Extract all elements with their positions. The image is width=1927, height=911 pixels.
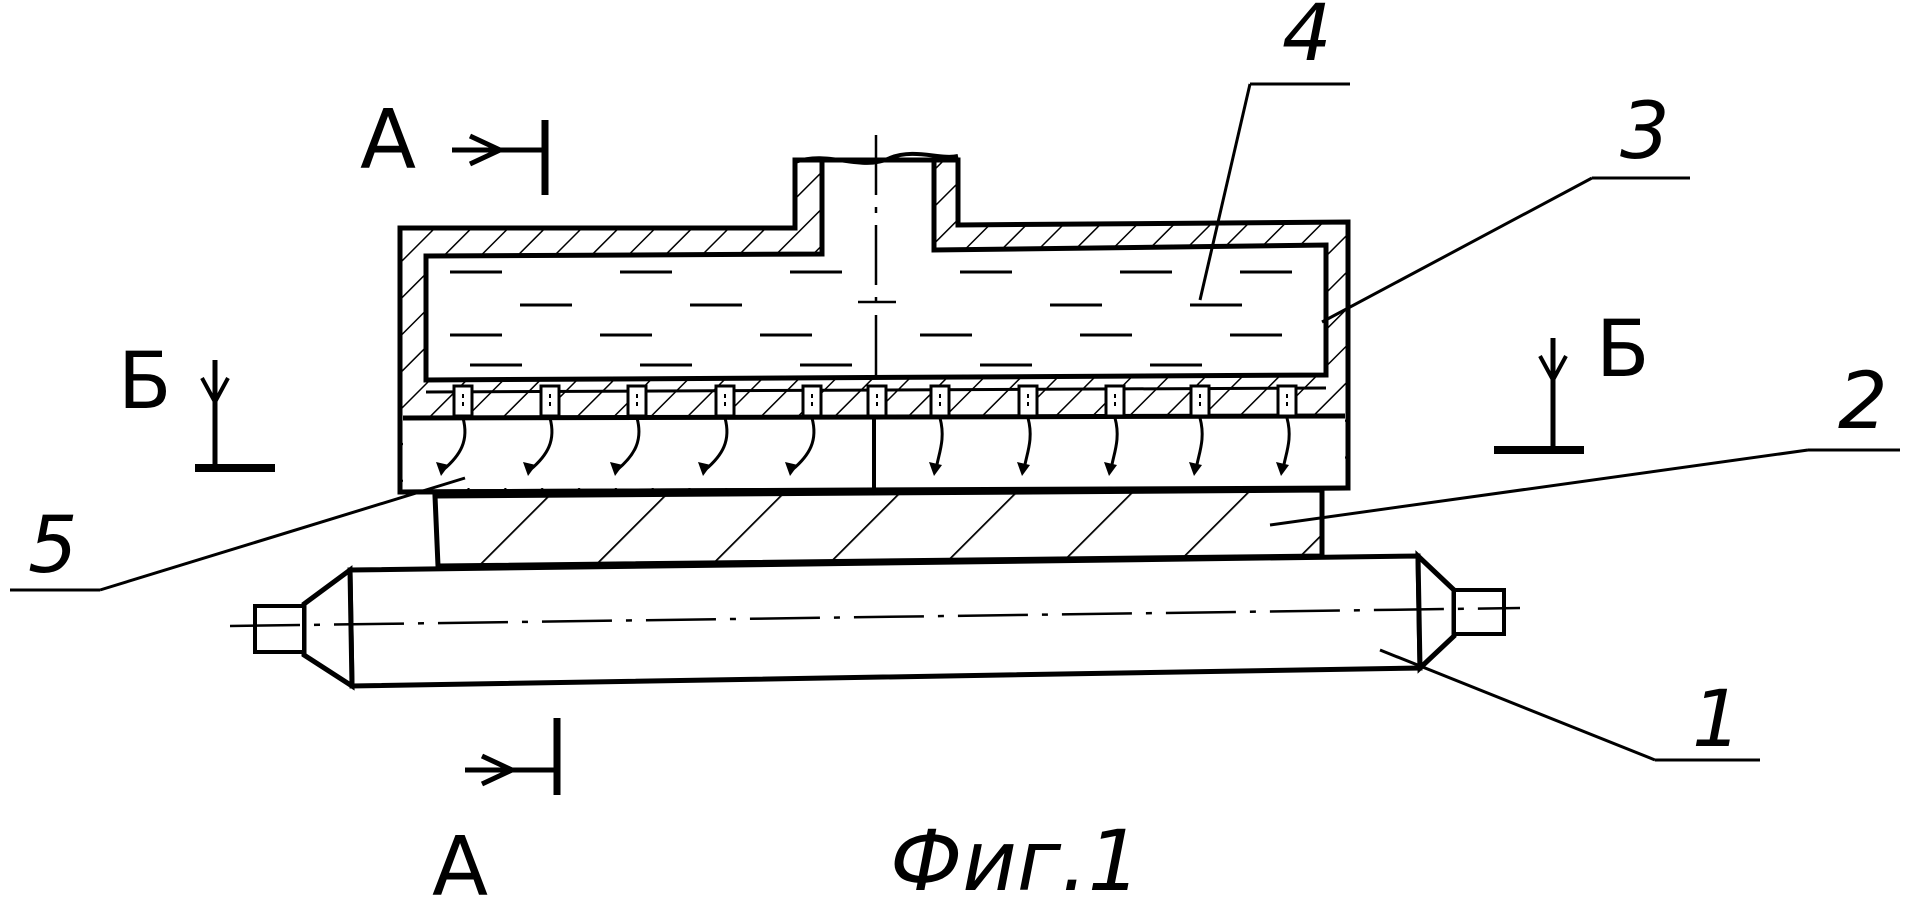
callout-4: 4 — [1282, 0, 1332, 79]
plate-hole-11 — [1276, 384, 1298, 418]
flow-arrow-head — [1104, 462, 1117, 476]
roller-left-cone — [301, 565, 355, 691]
section-label-b-right: Б — [1596, 305, 1650, 395]
roller-right-cone — [1415, 550, 1457, 674]
plate-hole-10 — [1189, 384, 1211, 418]
housing — [397, 151, 1351, 495]
flow-arrow-head — [1017, 462, 1030, 476]
figure-caption: Фиг.1 — [890, 812, 1141, 910]
plate-hole-3 — [626, 384, 648, 418]
section-label-a-top: А — [360, 93, 416, 188]
roller-left-shaft — [253, 604, 306, 654]
plate-hole-7 — [929, 384, 951, 418]
flow-arrow-head — [929, 462, 942, 476]
callouts — [10, 82, 1900, 762]
flow-arrow-head — [698, 462, 711, 476]
section-a-marker-top: А — [360, 93, 549, 195]
plate-hole-1 — [452, 384, 474, 418]
flow-arrow-head — [436, 462, 449, 476]
plate-hole-5 — [801, 384, 823, 418]
roller-body — [347, 553, 1423, 689]
plate-hole-4 — [714, 384, 736, 418]
section-b-marker-right: Б — [1494, 305, 1650, 454]
flow-arrow-head — [523, 462, 536, 476]
section-b-marker-left: Б — [118, 337, 275, 472]
perforated-plate — [425, 384, 1327, 418]
callout-1: 1 — [1692, 675, 1742, 765]
applicator-block — [432, 487, 1325, 569]
plate-hole-9 — [1104, 384, 1126, 418]
flow-arrows — [436, 417, 1291, 476]
plate-holes — [452, 384, 1298, 418]
flow-arrow-head — [785, 462, 798, 476]
roller — [253, 550, 1506, 691]
liquid-fill — [450, 270, 1292, 367]
callout-5: 5 — [28, 501, 78, 591]
section-label-a-bottom: А — [432, 820, 488, 911]
callout-3: 3 — [1620, 87, 1670, 177]
roller-right-shaft — [1452, 588, 1506, 636]
flow-arrow-head — [1189, 462, 1202, 476]
plate-hole-8 — [1017, 384, 1039, 418]
plate-hole-2 — [539, 384, 561, 418]
callout-labels: 4 3 2 1 5 — [28, 0, 1888, 765]
center-lines — [229, 135, 1521, 628]
flow-arrow-head — [610, 462, 623, 476]
flow-arrow-head — [1276, 462, 1289, 476]
neck-break-line — [794, 151, 959, 165]
plate-hole-6 — [866, 384, 888, 418]
callout-2: 2 — [1838, 357, 1888, 447]
section-label-b-left: Б — [118, 337, 172, 427]
section-a-marker-bottom: А — [432, 718, 561, 911]
